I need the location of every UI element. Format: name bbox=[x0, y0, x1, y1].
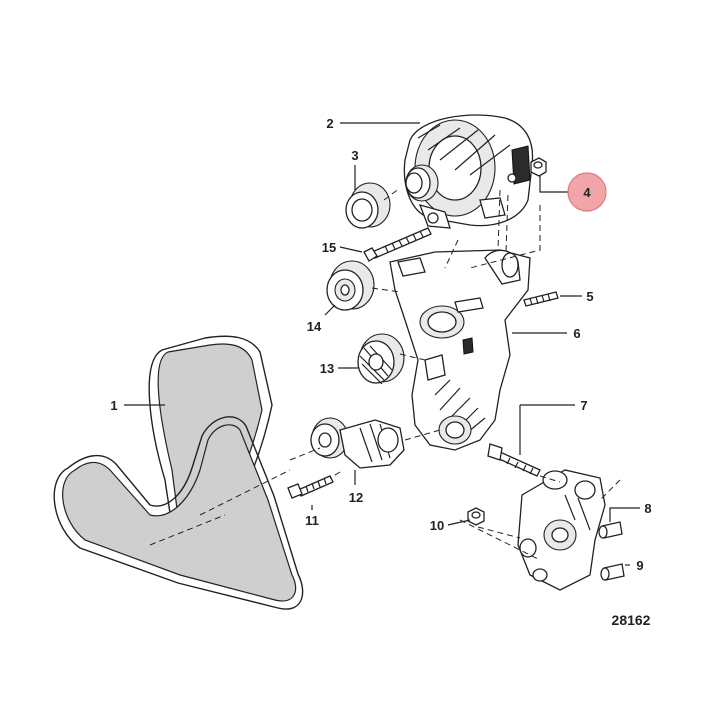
callout-7: 7 bbox=[580, 398, 587, 413]
leader-7 bbox=[519, 404, 575, 455]
grooved-idler-pulley[interactable] bbox=[326, 260, 375, 311]
highlighted-callout-4[interactable]: 4 bbox=[567, 172, 607, 212]
dowel-pin-lower[interactable] bbox=[600, 563, 625, 581]
nut[interactable] bbox=[530, 157, 547, 177]
callout-12: 12 bbox=[349, 490, 363, 505]
lower-nut[interactable] bbox=[467, 507, 485, 526]
figure-number: 28162 bbox=[612, 612, 651, 628]
leader-lines bbox=[124, 122, 640, 566]
callout-9: 9 bbox=[636, 558, 643, 573]
callout-8: 8 bbox=[644, 501, 651, 516]
leader-10 bbox=[447, 519, 471, 526]
callout-13: 13 bbox=[320, 361, 334, 376]
leader-14 bbox=[324, 304, 336, 316]
tensioner-bolt[interactable] bbox=[287, 475, 334, 499]
callout-2: 2 bbox=[326, 116, 333, 131]
pulley-cap[interactable] bbox=[345, 182, 391, 229]
callout-14: 14 bbox=[307, 319, 322, 334]
smooth-idler-pulley[interactable] bbox=[357, 333, 405, 385]
stud[interactable] bbox=[523, 291, 559, 307]
lower-mounting-bracket[interactable] bbox=[517, 469, 606, 591]
leader-8 bbox=[609, 507, 640, 522]
bracket-bolt[interactable] bbox=[487, 443, 541, 477]
callout-4: 4 bbox=[583, 185, 591, 200]
callout-6: 6 bbox=[573, 326, 580, 341]
callout-15: 15 bbox=[322, 240, 336, 255]
serpentine-belt[interactable] bbox=[53, 335, 304, 610]
callout-labels: 1 2 3 5 6 7 8 9 10 11 12 13 14 15 bbox=[110, 116, 651, 573]
leader-15 bbox=[339, 246, 363, 253]
alternator-pulley[interactable] bbox=[405, 164, 439, 202]
alignment-lines bbox=[149, 187, 621, 561]
callout-3: 3 bbox=[351, 148, 358, 163]
highlight-circle bbox=[567, 172, 607, 212]
dowel-pin-upper[interactable] bbox=[598, 521, 623, 539]
mounting-bracket[interactable] bbox=[389, 249, 531, 451]
callout-1: 1 bbox=[110, 398, 117, 413]
belt-tensioner[interactable] bbox=[310, 417, 405, 469]
long-bolt[interactable] bbox=[363, 227, 432, 262]
callout-10: 10 bbox=[430, 518, 444, 533]
leader-4 bbox=[539, 176, 568, 193]
alternator[interactable] bbox=[403, 114, 534, 229]
callout-5: 5 bbox=[586, 289, 593, 304]
callout-11: 11 bbox=[305, 513, 319, 528]
